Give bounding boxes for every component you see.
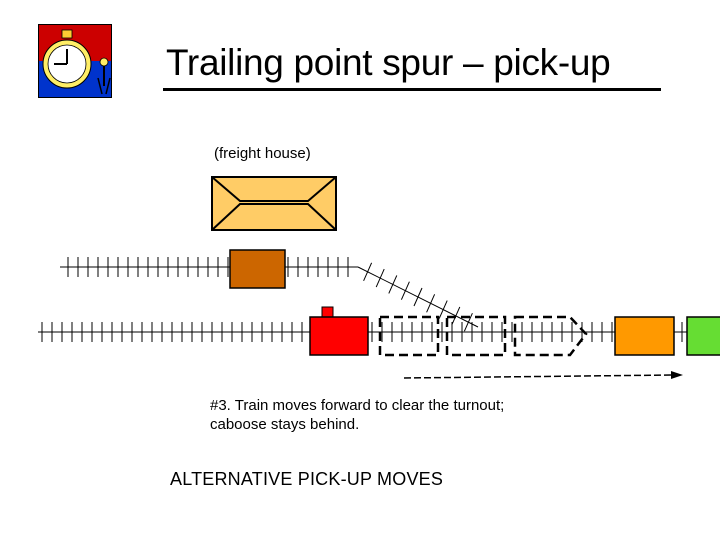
spur-car — [229, 249, 286, 289]
spur-tie — [388, 275, 398, 294]
slide-title: Trailing point spur – pick-up — [166, 42, 611, 83]
spur-tie — [413, 287, 423, 307]
freight-house — [211, 176, 337, 231]
green-car — [686, 316, 720, 356]
spur-tie — [400, 281, 410, 300]
caption: #3. Train moves forward to clear the tur… — [210, 396, 504, 434]
freight-house-label: (freight house) — [214, 145, 311, 162]
dashed-car-2 — [445, 315, 507, 357]
caption-line-2: caboose stays behind. — [210, 416, 360, 433]
footer-text: ALTERNATIVE PICK-UP MOVES — [170, 469, 444, 489]
spur-tie — [363, 262, 373, 282]
stopwatch-icon — [38, 24, 112, 98]
title-underline — [163, 88, 661, 91]
caption-line-1: #3. Train moves forward to clear the tur… — [210, 397, 505, 414]
dashed-car-1 — [378, 315, 440, 357]
spur-track — [60, 257, 479, 332]
spur-tie — [375, 268, 385, 288]
orange-car — [614, 316, 675, 356]
movement-arrow — [403, 371, 683, 379]
spur-tie — [426, 294, 436, 313]
locomotive — [309, 306, 369, 356]
spur-tie — [463, 312, 473, 332]
dashed-caboose — [513, 315, 588, 357]
spur-tie — [438, 300, 448, 319]
